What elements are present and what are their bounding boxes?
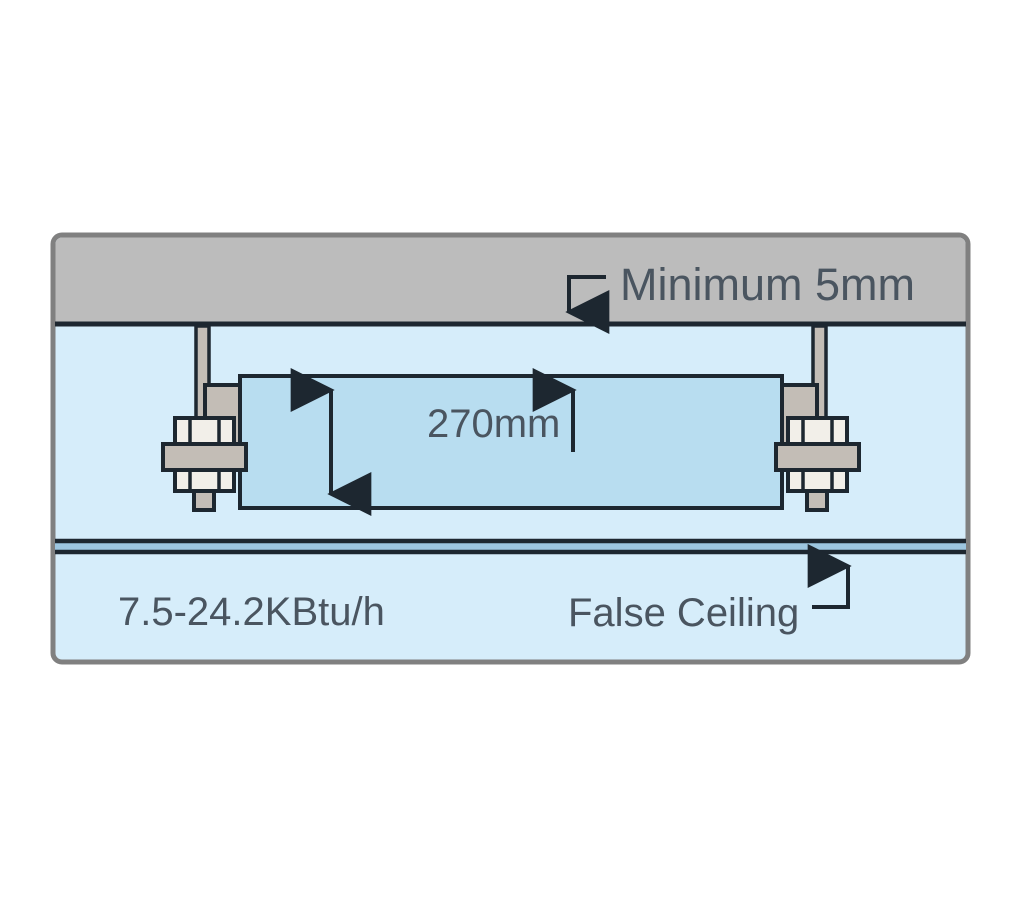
false-ceiling-label: False Ceiling	[568, 591, 799, 635]
hex-nut	[173, 416, 236, 446]
minimum-leader-line	[565, 275, 610, 334]
unit-height-label: 270mm	[427, 402, 560, 446]
concrete-slab	[55, 237, 966, 327]
hex-nut	[786, 468, 849, 493]
right-hanger-hardware	[774, 383, 861, 512]
hex-nut	[786, 416, 849, 446]
minimum-clearance-label: Minimum 5mm	[620, 259, 915, 310]
false-ceiling-leader-arrow	[807, 544, 852, 609]
false-ceiling-band	[55, 538, 966, 555]
left-hanger-hardware	[161, 383, 248, 512]
hex-nut	[173, 468, 236, 493]
rod-end-stub	[192, 489, 216, 512]
hanger-bracket-plate	[161, 442, 248, 472]
slab-fill	[55, 237, 966, 322]
capacity-rating-label: 7.5-24.2KBtu/h	[118, 590, 385, 634]
minimum-clearance-leader-arrow	[565, 275, 610, 334]
ceiling-band-fill	[55, 541, 966, 552]
hanger-bracket-plate	[774, 442, 861, 472]
ceiling-leader-line	[807, 544, 852, 609]
rod-end-stub	[805, 489, 829, 512]
